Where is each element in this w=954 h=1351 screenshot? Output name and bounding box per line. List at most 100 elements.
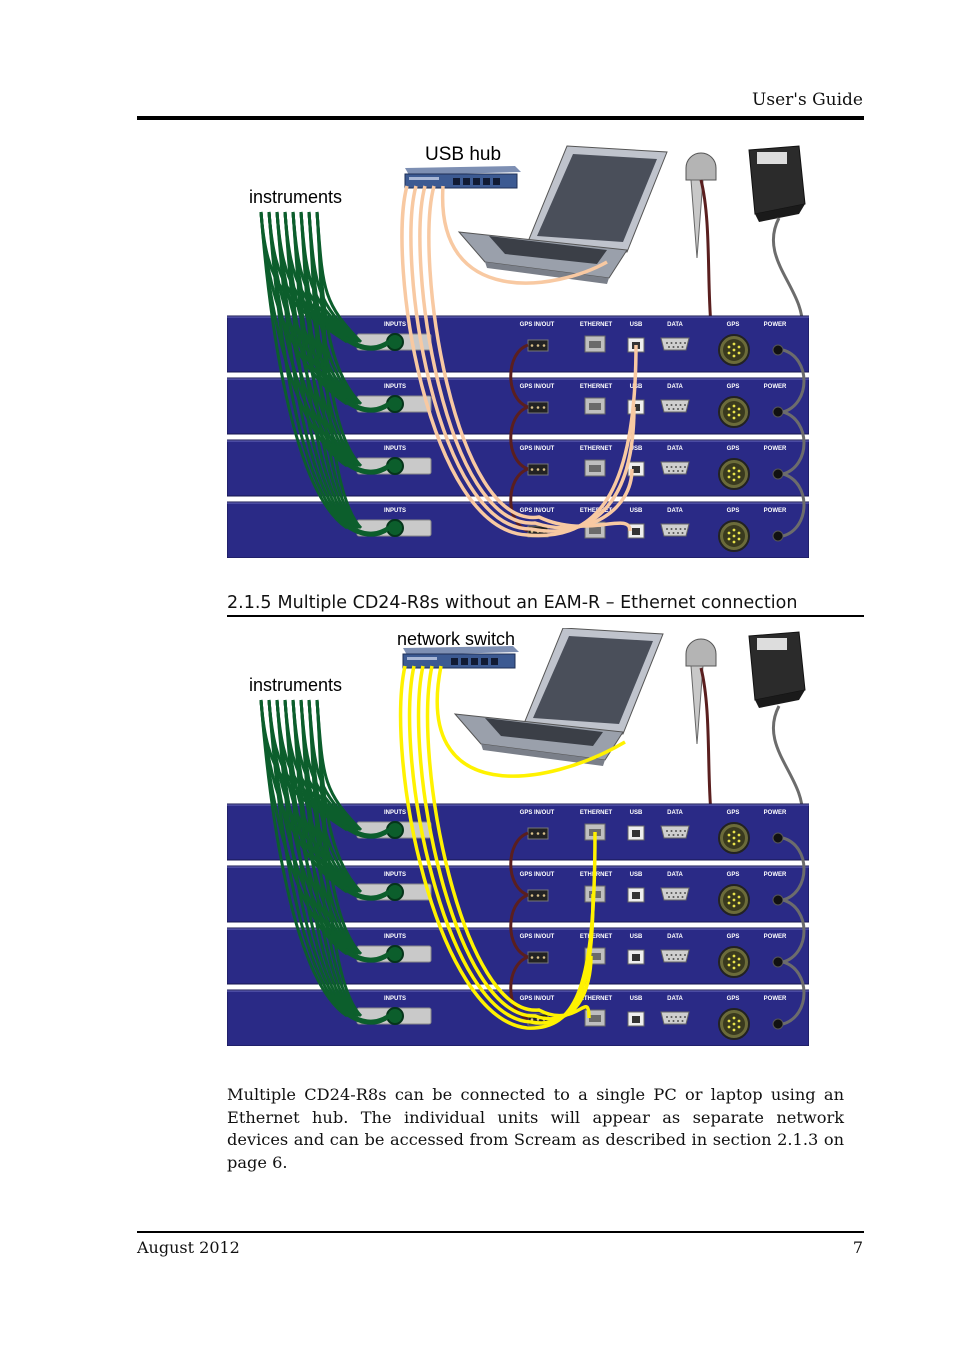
antenna-spike: [690, 665, 704, 745]
laptop-cable: [441, 185, 608, 285]
data-port: [660, 825, 690, 839]
hub-port: [453, 178, 460, 185]
hub-port: [461, 658, 468, 665]
pin: [727, 537, 731, 541]
pin: [684, 1016, 686, 1018]
input-plug: [386, 395, 404, 413]
instrument-cable-bundle: [343, 397, 391, 413]
pin: [681, 346, 684, 348]
usb-socket: [632, 404, 640, 411]
pin: [727, 1019, 731, 1023]
pin: [727, 963, 731, 967]
port-label: DATA: [667, 446, 683, 452]
instrument-cable: [299, 699, 358, 1018]
pin: [732, 416, 736, 420]
port-label: ETHERNET: [580, 996, 613, 1002]
port-label: GPS: [727, 508, 740, 514]
pin: [670, 528, 673, 530]
pin: [684, 528, 686, 530]
hub-port: [451, 658, 458, 665]
pin: [677, 346, 679, 348]
pin: [542, 406, 546, 409]
pin: [675, 466, 677, 468]
pin: [684, 466, 686, 468]
pin: [542, 344, 546, 347]
port-label: POWER: [764, 446, 787, 452]
pin: [672, 958, 675, 960]
pin: [732, 354, 736, 358]
port-label: INPUTS: [384, 872, 406, 878]
pin: [536, 832, 540, 835]
input-plug: [386, 457, 404, 475]
pin: [670, 1016, 673, 1018]
hub-front: [404, 173, 518, 189]
pin: [732, 904, 736, 908]
pin: [675, 892, 677, 894]
pin: [732, 472, 736, 476]
pin: [737, 1019, 741, 1023]
usb-cable: [418, 185, 634, 530]
power-socket: [772, 468, 784, 480]
port-label: DATA: [667, 996, 683, 1002]
pin: [684, 830, 686, 832]
pin: [679, 1016, 682, 1018]
pin: [727, 895, 731, 899]
hub-port: [473, 178, 480, 185]
pin: [675, 954, 677, 956]
instrument-cable: [291, 211, 356, 530]
pin: [668, 896, 670, 898]
port-label: INPUTS: [384, 996, 406, 1002]
port-label: INPUTS: [384, 384, 406, 390]
pin: [737, 407, 741, 411]
hub-top: [405, 166, 521, 175]
footer-rule: [137, 1231, 864, 1233]
usb-socket: [632, 830, 640, 837]
pin: [679, 404, 682, 406]
pin: [727, 531, 731, 535]
port-label: DATA: [667, 508, 683, 514]
pin: [530, 1018, 534, 1021]
pin: [737, 469, 741, 473]
pin: [675, 528, 677, 530]
port-label: INPUTS: [384, 508, 406, 514]
pin: [679, 830, 682, 832]
hub-port: [481, 658, 488, 665]
instrument-cable-bundle: [343, 459, 391, 475]
usb-cable: [427, 185, 632, 532]
usb-socket: [632, 466, 640, 473]
pin: [679, 342, 682, 344]
gps-chain-cable: [509, 343, 529, 409]
instrument-cable-bundle: [343, 885, 391, 901]
pin: [727, 413, 731, 417]
unit-panel: [227, 501, 809, 558]
pin: [681, 1020, 684, 1022]
port-label: DATA: [667, 872, 683, 878]
pin: [727, 833, 731, 837]
instrument-cable-bundle: [343, 823, 391, 839]
hub-label: network switch: [397, 629, 515, 649]
hub-port: [483, 178, 490, 185]
pin: [679, 954, 682, 956]
port-label: GPS: [727, 446, 740, 452]
hub-logo: [409, 177, 439, 180]
port-label: INPUTS: [384, 810, 406, 816]
pin: [672, 532, 675, 534]
pin: [666, 1016, 668, 1018]
pin: [666, 892, 668, 894]
hub-device: [402, 646, 519, 669]
port-label: POWER: [764, 508, 787, 514]
pin: [727, 469, 731, 473]
instrument-cable-bundle: [343, 947, 391, 963]
footer-date: August 2012: [137, 1238, 240, 1257]
pin: [737, 901, 741, 905]
pin: [666, 528, 668, 530]
port-label: GPS IN/OUT: [520, 872, 555, 878]
gps-chain-cable: [509, 831, 529, 897]
pin: [677, 958, 679, 960]
pin: [677, 1020, 679, 1022]
port-label: ETHERNET: [580, 934, 613, 940]
data-port: [660, 461, 690, 475]
power-socket: [772, 1018, 784, 1030]
pin: [732, 348, 736, 352]
